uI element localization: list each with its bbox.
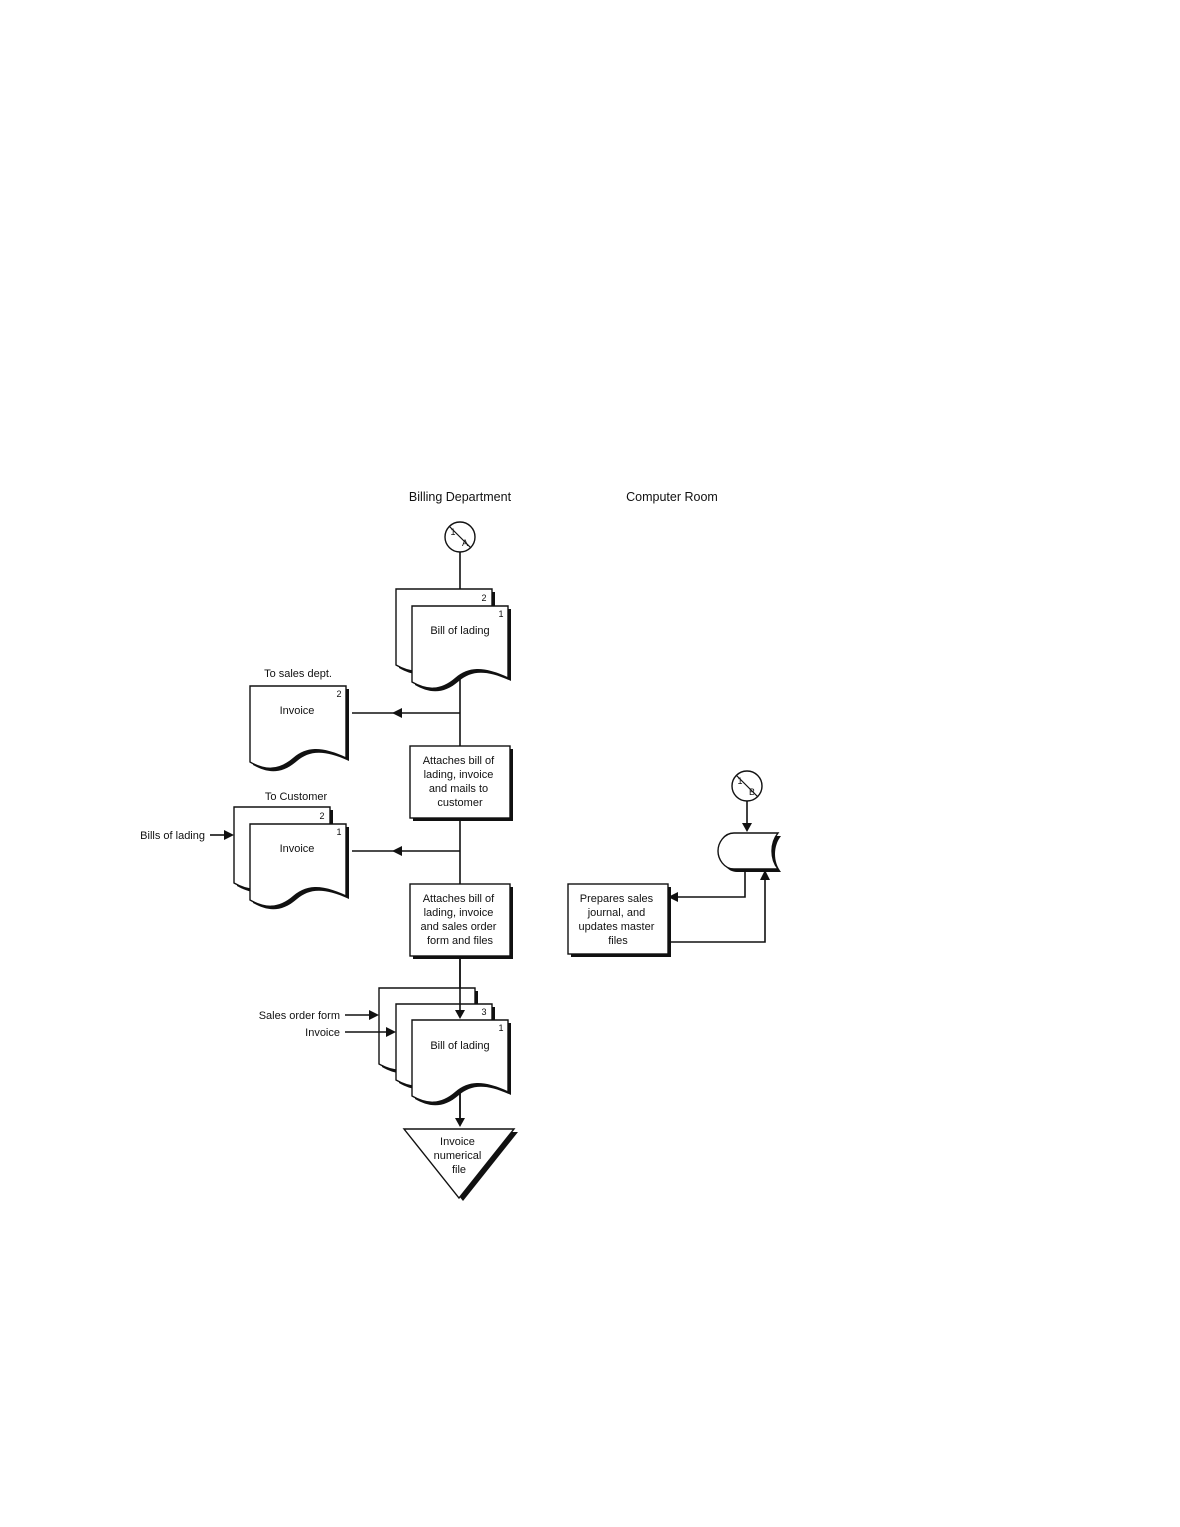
column-header-billing: Billing Department (409, 490, 512, 504)
document-invoice-customer: 2 1 Invoice (233, 806, 349, 910)
svg-text:1: 1 (737, 776, 742, 786)
stored-data-master-files (717, 832, 781, 872)
arrowhead-into-process (668, 892, 678, 902)
svg-text:Invoice numerical: Invoice numerical file (434, 1136, 485, 1176)
svg-text:2: 2 (481, 593, 486, 603)
arrowhead-bills-of-lading (224, 830, 234, 840)
label-sales-order-form: Sales order form (259, 1010, 340, 1022)
document-bill-of-lading-top: 2 1 Bill of lading (395, 588, 511, 692)
process-attach-and-file: Attaches bill of lading, invoice and sal… (409, 883, 513, 959)
svg-text:Invoice: Invoice (280, 843, 315, 855)
svg-text:1: 1 (498, 1023, 503, 1033)
svg-text:Bill of lading: Bill of lading (430, 1040, 489, 1052)
caption-to-customer: To Customer (265, 791, 328, 803)
arrowhead-into-bol-bottom (455, 1010, 465, 1019)
flow-line-process-to-storage (668, 878, 766, 943)
svg-text:B: B (749, 787, 755, 797)
svg-text:A: A (462, 538, 468, 548)
caption-to-sales-dept: To sales dept. (264, 668, 332, 680)
svg-text:Bill of lading: Bill of lading (430, 625, 489, 637)
process-attach-and-mail: Attaches bill of lading, invoice and mai… (409, 745, 513, 821)
off-page-connector-a: 1 A (444, 521, 476, 553)
arrowhead-into-storage (742, 823, 752, 832)
svg-text:Prepares sales journal,: Prepares sales journal, and updates mast… (579, 893, 658, 947)
arrowhead-back-to-storage (760, 870, 770, 880)
process-prepares-sales-journal: Prepares sales journal, and updates mast… (567, 883, 671, 957)
label-bills-of-lading: Bills of lading (140, 830, 205, 842)
document-invoice-sales: 2 Invoice (249, 685, 349, 772)
file-invoice-numerical: Invoice numerical file (402, 1128, 518, 1201)
svg-text:1: 1 (498, 609, 503, 619)
svg-text:3: 3 (481, 1007, 486, 1017)
off-page-connector-b: 1 B (731, 770, 763, 802)
arrowhead-invoice-input (386, 1027, 396, 1037)
label-invoice-input: Invoice (305, 1027, 340, 1039)
column-header-computer: Computer Room (626, 490, 718, 504)
flow-line-storage-to-process (676, 869, 746, 898)
svg-text:Invoice: Invoice (280, 705, 315, 717)
arrowhead-sales-order-form (369, 1010, 379, 1020)
arrowhead-to-sales (392, 708, 402, 718)
svg-text:1: 1 (336, 827, 341, 837)
arrowhead-to-file (455, 1118, 465, 1127)
svg-text:2: 2 (336, 689, 341, 699)
svg-text:1: 1 (450, 527, 455, 537)
svg-text:Attaches bill of lading,: Attaches bill of lading, invoice and sal… (421, 893, 500, 947)
arrowhead-to-customer (392, 846, 402, 856)
document-bill-of-lading-bottom: 3 1 Bill of lading (378, 987, 511, 1106)
svg-text:Attaches bill of lading,: Attaches bill of lading, invoice and mai… (423, 755, 498, 809)
svg-text:2: 2 (319, 811, 324, 821)
